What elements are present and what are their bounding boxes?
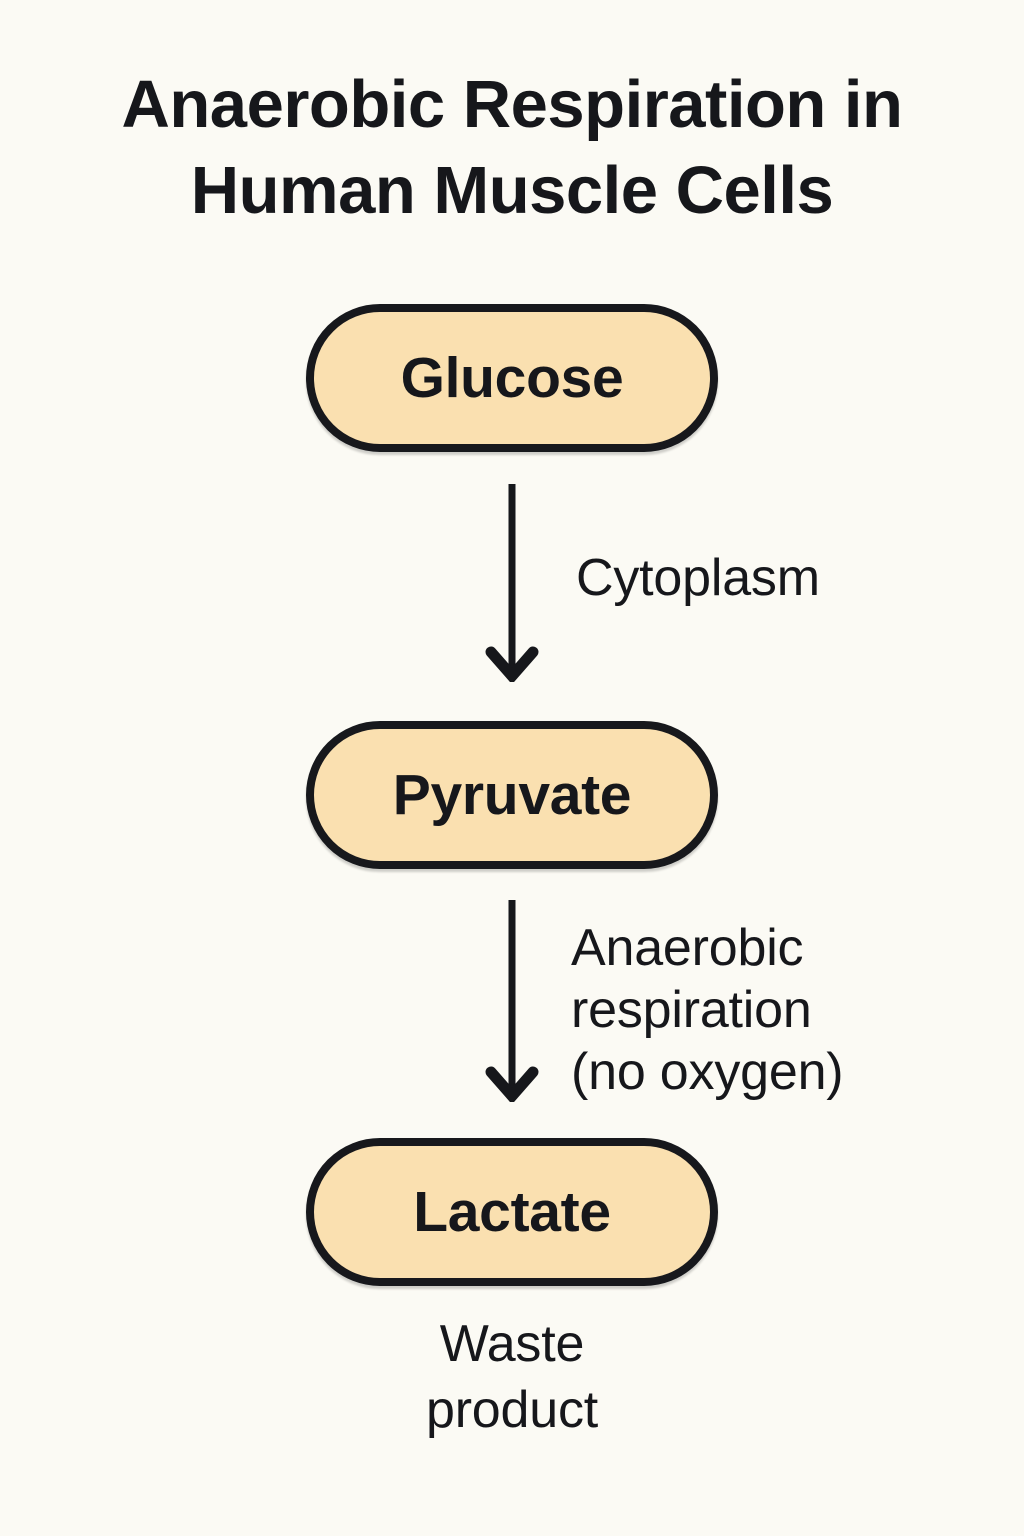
- edge-label-anaerobic-respiration: Anaerobic respiration (no oxygen): [571, 919, 844, 1101]
- node-lactate-label: Lactate: [413, 1179, 611, 1244]
- node-glucose-label: Glucose: [400, 345, 624, 410]
- diagram-title: Anaerobic Respiration in Human Muscle Ce…: [121, 67, 903, 228]
- node-pyruvate[interactable]: Pyruvate: [306, 721, 718, 869]
- node-lactate[interactable]: Lactate: [306, 1138, 718, 1286]
- arrow-down-icon: [485, 900, 539, 1105]
- caption-waste-product: Waste product: [425, 1315, 599, 1439]
- arrow-pyruvate-to-lactate: [482, 898, 542, 1105]
- arrow-glucose-to-pyruvate: [482, 482, 542, 685]
- node-pyruvate-label: Pyruvate: [392, 762, 632, 827]
- arrow-down-icon: [485, 484, 539, 685]
- edge-label-cytoplasm: Cytoplasm: [576, 549, 820, 607]
- node-glucose[interactable]: Glucose: [306, 304, 718, 452]
